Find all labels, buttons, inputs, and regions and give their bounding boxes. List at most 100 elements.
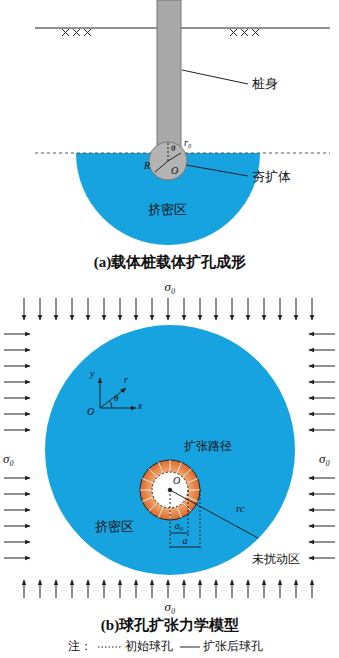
stress-arrow bbox=[88, 298, 89, 320]
sub-caption: (a)载体桩载体扩孔成形 bbox=[94, 254, 247, 271]
r-axis bbox=[100, 388, 126, 408]
stress-arrow bbox=[296, 298, 297, 320]
compaction-zone-circle: 挤密区 bbox=[45, 325, 295, 575]
stress-arrow bbox=[309, 398, 335, 399]
stress-arrow bbox=[309, 510, 335, 511]
stress-arrow bbox=[4, 542, 30, 543]
expansion-path-line bbox=[170, 508, 171, 520]
legend-text: 扩张后球孔 bbox=[203, 640, 263, 653]
stress-arrow bbox=[120, 298, 121, 320]
stress-arrow bbox=[216, 298, 217, 320]
stress-arrow bbox=[309, 382, 335, 383]
stress-arrow bbox=[309, 414, 335, 415]
stress-label: σ₀ bbox=[165, 280, 176, 294]
stress-arrow bbox=[168, 580, 169, 598]
radius-rc bbox=[170, 490, 258, 538]
stress-arrow bbox=[120, 580, 121, 598]
expansion-path-line bbox=[149, 469, 157, 477]
stress-arrow bbox=[4, 430, 30, 431]
path-label: 扩张路径 bbox=[184, 440, 232, 453]
ground-hatch bbox=[241, 29, 248, 36]
stress-arrow bbox=[200, 580, 201, 598]
dimension-label: a₀ bbox=[175, 520, 183, 531]
sub-caption: (b)球孔扩张力学模型 bbox=[101, 617, 239, 634]
ground-hatch bbox=[84, 29, 91, 36]
stress-arrow bbox=[24, 298, 25, 320]
stress-arrow bbox=[309, 334, 335, 335]
zone-shape bbox=[76, 153, 260, 245]
stress-arrow bbox=[72, 298, 73, 320]
stress-label: σ₀ bbox=[165, 600, 176, 614]
stress-arrow bbox=[184, 580, 185, 598]
ground-hatch bbox=[62, 29, 69, 36]
x-axis bbox=[100, 408, 136, 409]
point-label: O bbox=[171, 165, 178, 176]
stress-arrow bbox=[200, 298, 201, 320]
leader-line bbox=[186, 165, 248, 176]
stress-arrow bbox=[309, 430, 335, 431]
axis-label: r bbox=[124, 374, 128, 385]
stress-arrow bbox=[104, 298, 105, 320]
stress-arrow bbox=[4, 478, 30, 479]
zone-shape bbox=[45, 325, 295, 575]
stress-label: σ₀ bbox=[3, 452, 14, 466]
stress-arrow bbox=[168, 298, 169, 320]
axis-dashed bbox=[168, 142, 169, 161]
dimension-label: R bbox=[144, 160, 150, 171]
stress-arrow bbox=[136, 298, 137, 320]
stress-arrow bbox=[56, 298, 57, 320]
expanded-cavity bbox=[140, 460, 200, 520]
stress-arrow bbox=[4, 558, 30, 559]
dimension-extension bbox=[200, 490, 201, 550]
stress-arrow bbox=[4, 414, 30, 415]
stress-arrow bbox=[4, 526, 30, 527]
pile-shaft bbox=[157, 0, 181, 153]
stress-arrow bbox=[40, 298, 41, 320]
stress-arrow bbox=[4, 510, 30, 511]
half-disk bbox=[76, 153, 260, 245]
stress-arrow bbox=[309, 494, 335, 495]
theta-arc bbox=[110, 401, 113, 408]
stress-arrow bbox=[56, 580, 57, 598]
stress-arrow bbox=[248, 580, 249, 598]
stress-arrow bbox=[232, 580, 233, 598]
expansion-path-line bbox=[177, 507, 182, 518]
stress-arrow bbox=[280, 298, 281, 320]
stress-arrow bbox=[4, 494, 30, 495]
stress-arrow bbox=[4, 398, 30, 399]
ground-hatch bbox=[62, 29, 69, 36]
stress-arrow bbox=[309, 526, 335, 527]
stress-arrow bbox=[88, 580, 89, 598]
expansion-path-line bbox=[170, 460, 171, 472]
stress-arrow bbox=[296, 580, 297, 598]
ground-hatch bbox=[230, 29, 237, 36]
leader-line bbox=[182, 70, 248, 84]
zone-label: 未扰动区 bbox=[252, 553, 300, 566]
ground-hatch bbox=[230, 29, 237, 36]
ground-hatch bbox=[241, 29, 248, 36]
stress-arrow bbox=[152, 580, 153, 598]
dimension-label: r₀ bbox=[184, 137, 191, 148]
stress-arrow bbox=[309, 350, 335, 351]
point-label: O bbox=[173, 475, 180, 486]
stress-arrow bbox=[4, 350, 30, 351]
stress-arrow bbox=[280, 580, 281, 598]
expansion-path-line bbox=[183, 503, 191, 511]
expansion-path-line bbox=[142, 497, 153, 502]
axis-label: x bbox=[138, 400, 142, 411]
dimension-label: a bbox=[183, 535, 188, 546]
stress-arrow bbox=[104, 580, 105, 598]
part-name: 桩身 bbox=[252, 77, 278, 91]
ground-hatch bbox=[252, 29, 259, 36]
stress-arrow bbox=[4, 366, 30, 367]
ground-hatch bbox=[84, 29, 91, 36]
expansion-path-line bbox=[177, 462, 182, 473]
expansion-path-line bbox=[183, 469, 191, 477]
stress-arrow bbox=[4, 334, 30, 335]
stress-arrow bbox=[309, 478, 335, 479]
center-dot bbox=[168, 488, 172, 492]
angle-label: θ bbox=[171, 144, 175, 154]
legend-dotted-sample bbox=[98, 647, 122, 648]
stress-arrow bbox=[40, 580, 41, 598]
